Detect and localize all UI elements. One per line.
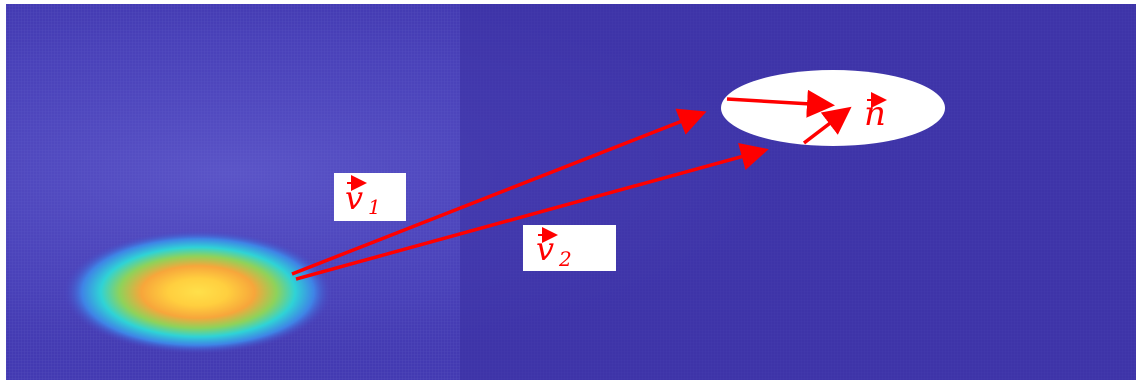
v1-label-base: v: [345, 179, 363, 217]
v1-label-sub: 1: [368, 195, 381, 219]
normal-arrow-diagonal: [802, 106, 852, 145]
mesh-right-shade: [460, 4, 1136, 380]
target-ellipse: [721, 70, 945, 146]
v1-label-box: [334, 173, 406, 221]
v2-arrow: [295, 143, 769, 281]
v1-arrow: [291, 108, 707, 276]
v2-label-sub: 2: [558, 247, 572, 271]
v2-label-box: [523, 225, 616, 271]
normal-arrow-horizontal: [726, 89, 835, 118]
heat-source-blob: [63, 230, 333, 354]
